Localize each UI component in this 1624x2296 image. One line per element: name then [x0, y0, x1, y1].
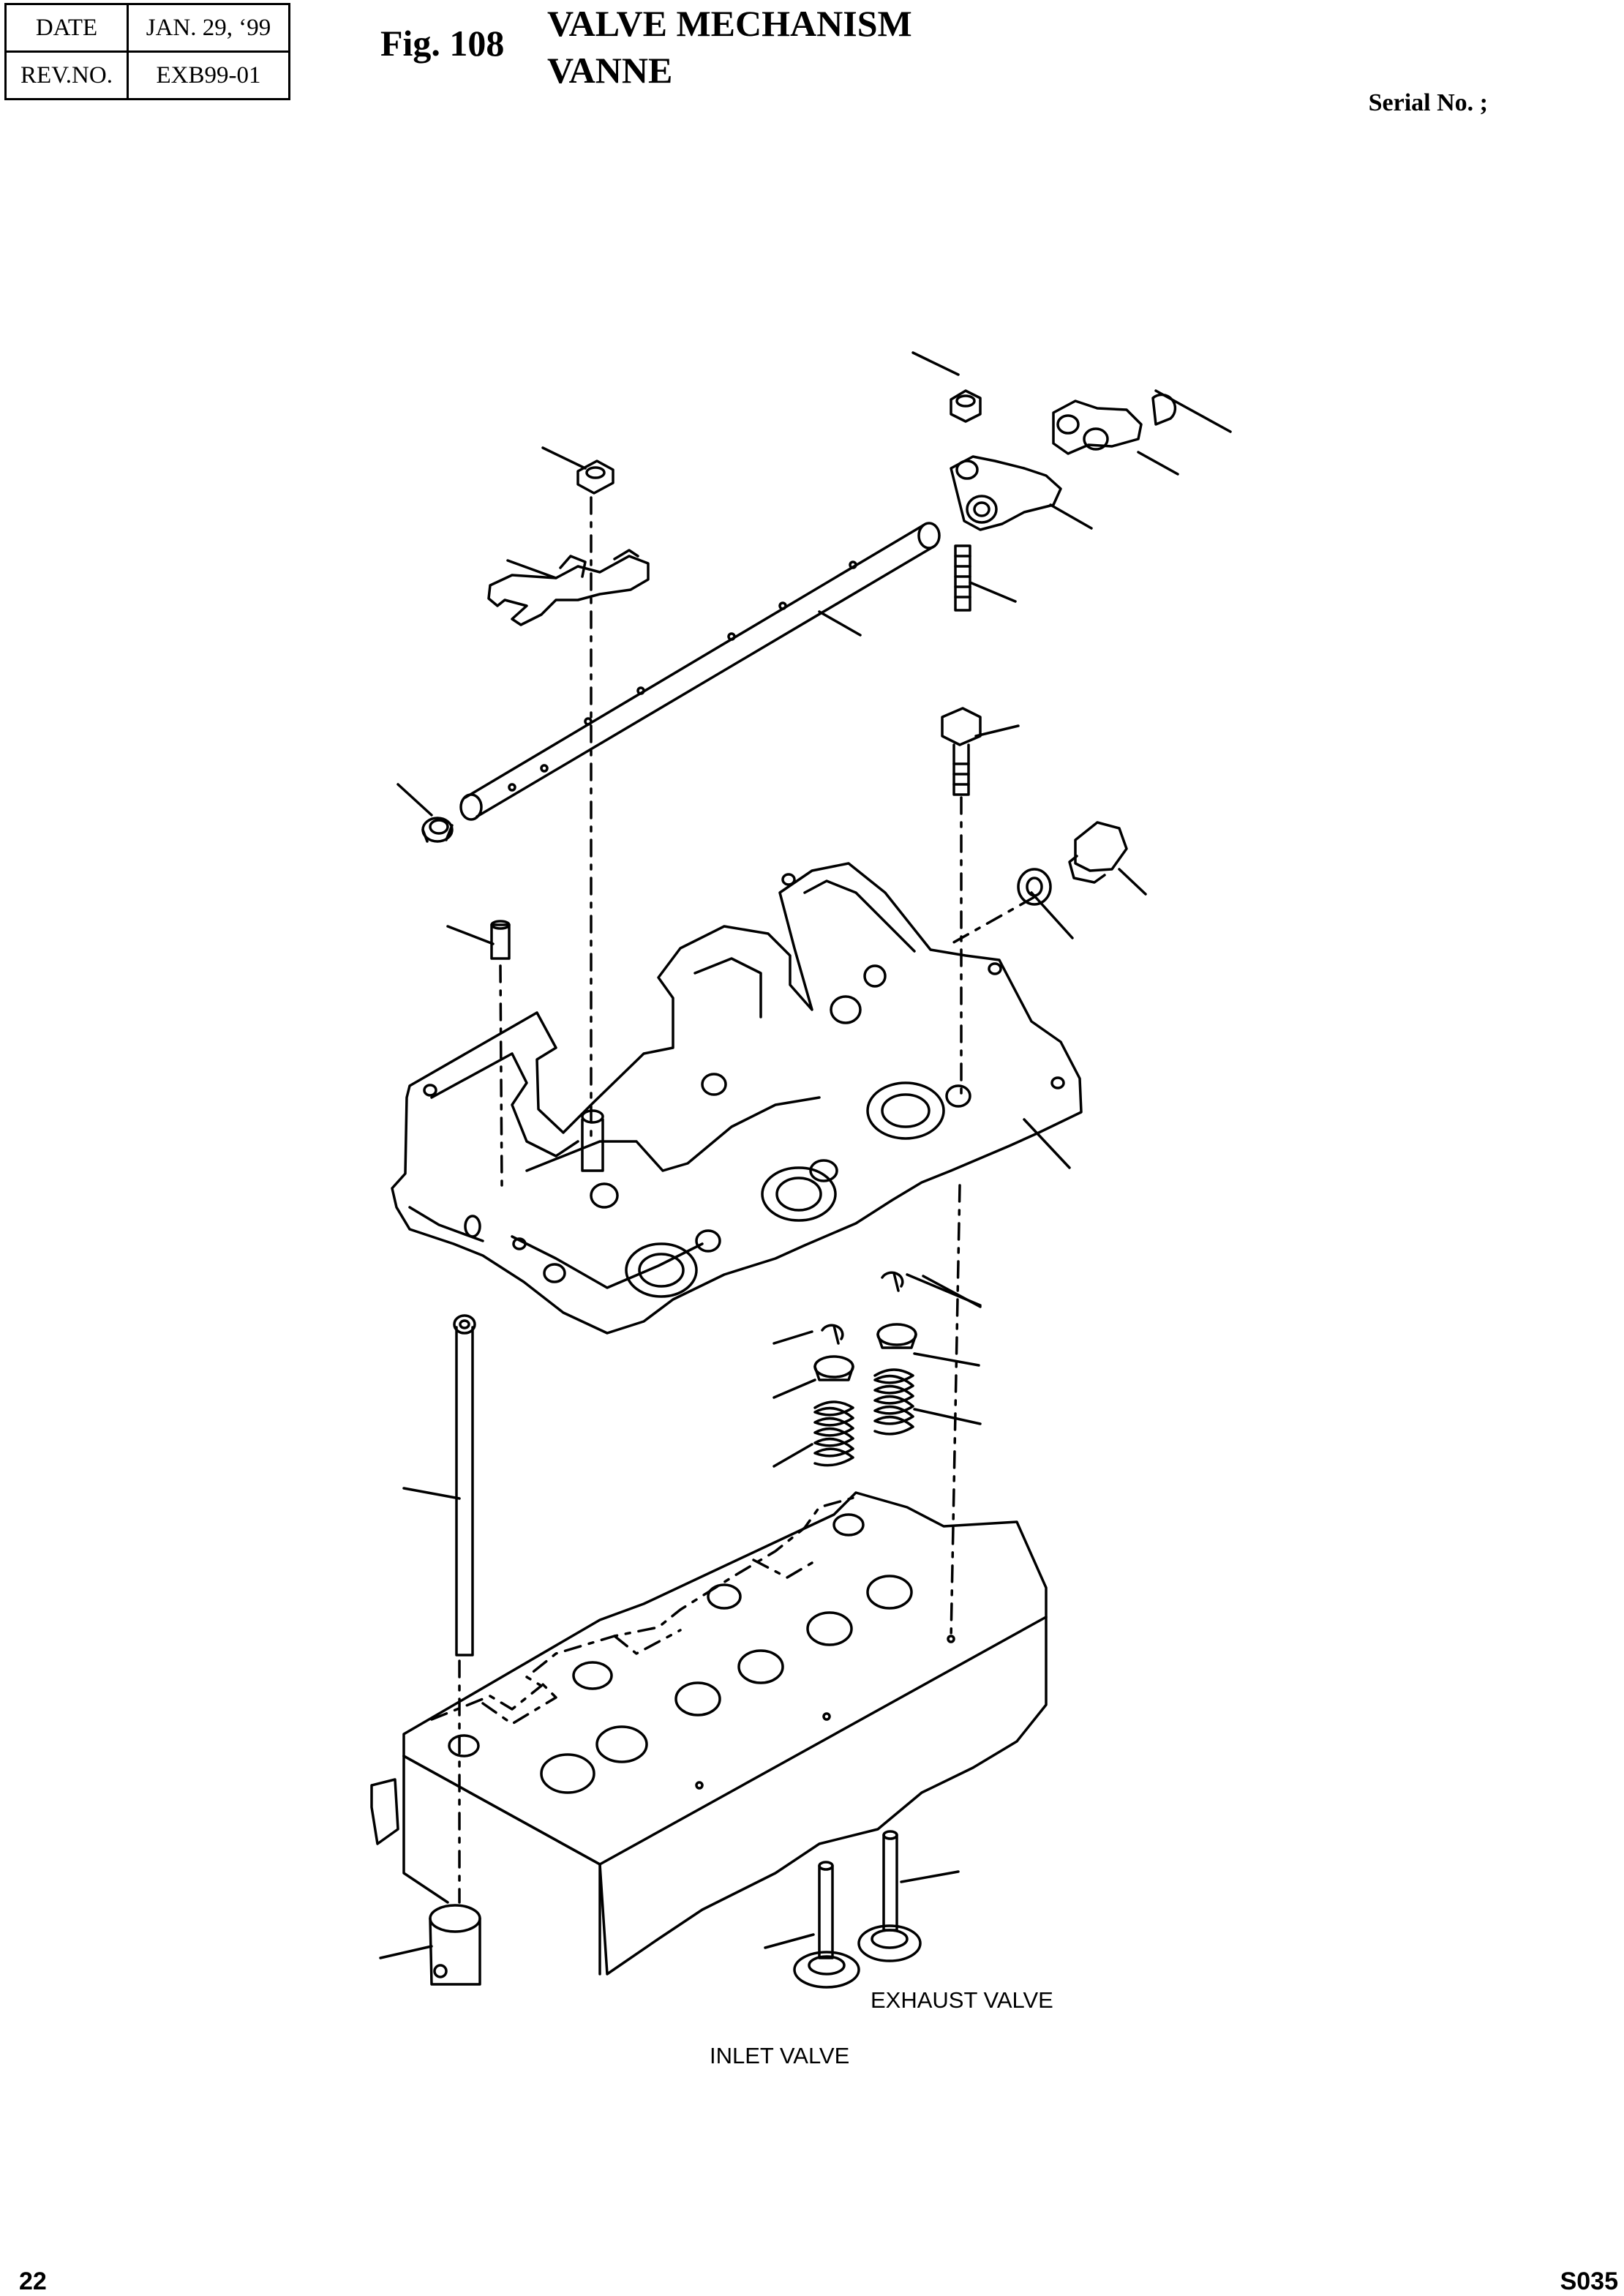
alignment-lines: [458, 496, 1036, 1904]
revision-table: DATE JAN. 29, ‘99 REV.NO. EXB99-01: [4, 3, 290, 100]
title-french: VANNE: [547, 50, 673, 91]
rocker-shaft-part: [459, 522, 941, 821]
date-value: JAN. 29, ‘99: [127, 3, 290, 53]
figure-title: VALVE MECHANISM VANNE: [547, 0, 912, 94]
rev-value: EXB99-01: [127, 50, 290, 100]
adjusting-screw-part: [954, 544, 971, 612]
sleeve-part: [429, 1904, 481, 1986]
document-code: S035: [1560, 2267, 1618, 2295]
spring-retainer-part: [813, 1323, 917, 1381]
figure-number: Fig. 108: [380, 23, 505, 64]
rev-label: REV.NO.: [4, 50, 129, 100]
nut-part: [576, 459, 614, 495]
bolt-part: [941, 707, 982, 796]
leader-lines: [379, 351, 1232, 1959]
valve-spring-part: [813, 1368, 914, 1467]
exhaust-valve-label: EXHAUST VALVE: [871, 1987, 1053, 2013]
dowel-pin-part: [490, 920, 511, 960]
title-english: VALVE MECHANISM: [547, 3, 912, 44]
rocker-arm-part-2: [950, 455, 1062, 531]
washer-part: [1017, 868, 1052, 906]
serial-number: Serial No. ;: [1368, 89, 1488, 116]
oil-plug-part: [1068, 821, 1128, 884]
cylinder-head-part: [370, 1491, 1048, 1976]
inlet-valve-part: [793, 1861, 860, 1989]
date-label: DATE: [4, 3, 129, 53]
rocker-holder-part: [391, 862, 1083, 1335]
rocker-arm-part: [1052, 393, 1177, 455]
page-number: 22: [19, 2267, 47, 2295]
inlet-valve-label: INLET VALVE: [710, 2043, 850, 2068]
rocker-bracket-part: [487, 549, 650, 626]
shaft-cap-part: [421, 817, 454, 843]
upper-nut-part: [950, 389, 982, 423]
exhaust-valve-part: [857, 1830, 922, 1962]
push-rod-part: [453, 1314, 476, 1657]
valve-cotter-part: [821, 1271, 904, 1345]
